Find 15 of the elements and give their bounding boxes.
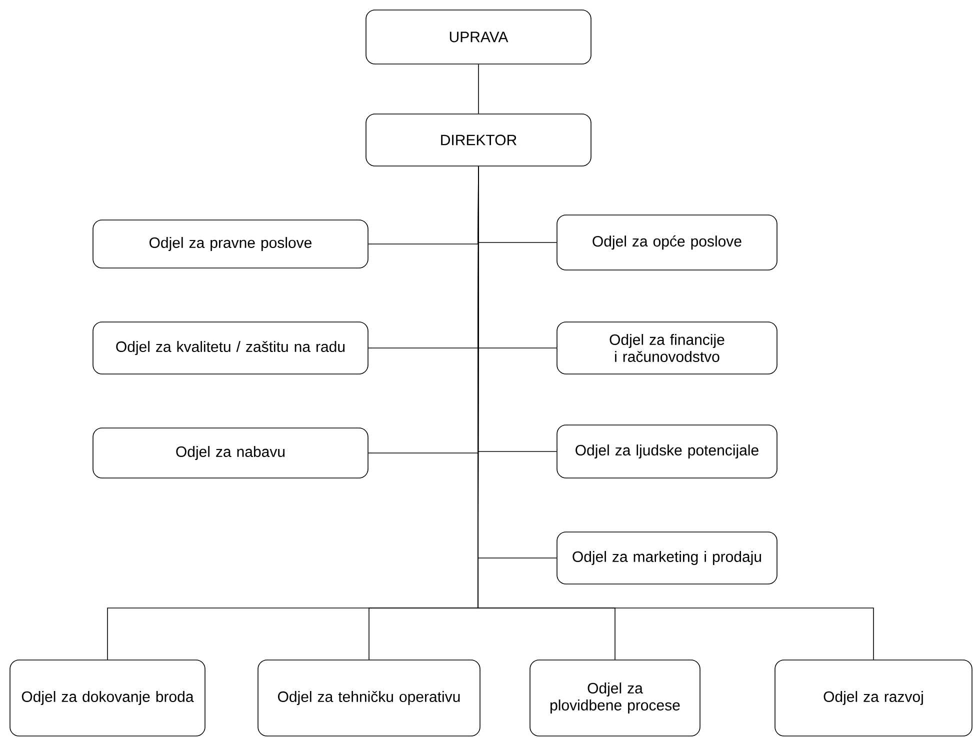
- org-box: UPRAVA: [366, 10, 592, 64]
- org-box: Odjel za plovidbene procese: [530, 660, 700, 736]
- org-box: Odjel za pravne poslove: [92, 220, 368, 268]
- org-box: Odjel za marketing i prodaju: [556, 532, 778, 584]
- org-box: Odjel za dokovanje broda: [10, 660, 206, 736]
- org-box: Odjel za tehničku operativu: [258, 660, 480, 736]
- org-box: Odjel za ljudske potencijale: [556, 424, 778, 478]
- org-box: Odjel za financije i računovodstvo: [556, 322, 778, 374]
- connector-line: [478, 166, 874, 660]
- connector-line: [478, 64, 479, 114]
- org-box: Odjel za opće poslove: [556, 214, 778, 270]
- org-box: DIREKTOR: [366, 114, 592, 166]
- org-box: Odjel za kvalitetu / zaštitu na radu: [92, 322, 368, 374]
- org-box: Odjel za razvoj: [774, 660, 972, 736]
- org-box: Odjel za nabavu: [92, 428, 368, 478]
